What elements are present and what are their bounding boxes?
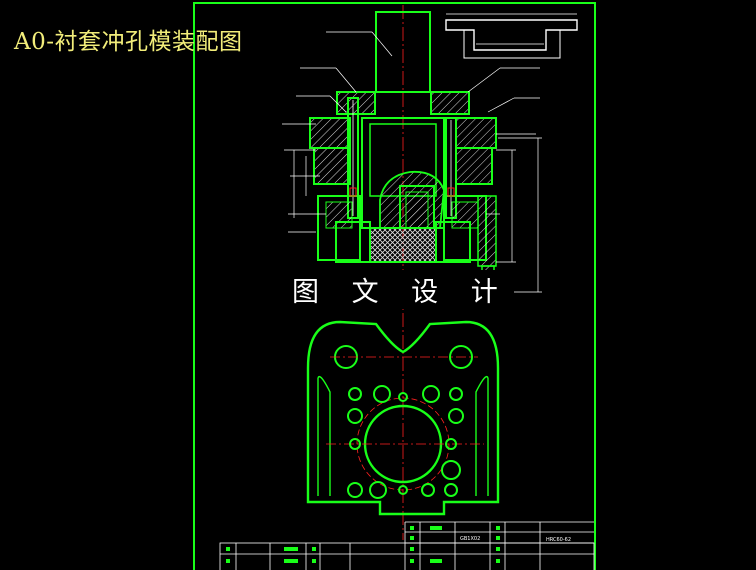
title-block-marks	[226, 526, 500, 563]
section-view	[309, 11, 497, 295]
detail-view-top-right	[445, 13, 578, 59]
title-block-code-1: GB1X02	[460, 536, 480, 542]
plan-view	[306, 320, 500, 516]
title-block-code-2: HRC60-62	[546, 537, 571, 543]
sheet-border	[193, 2, 596, 570]
title-block	[219, 521, 595, 570]
watermark-text: 图 文 设 计	[288, 270, 514, 309]
drawing-title: A0-衬套冲孔模装配图	[14, 29, 243, 55]
dimension-lines	[282, 31, 542, 293]
